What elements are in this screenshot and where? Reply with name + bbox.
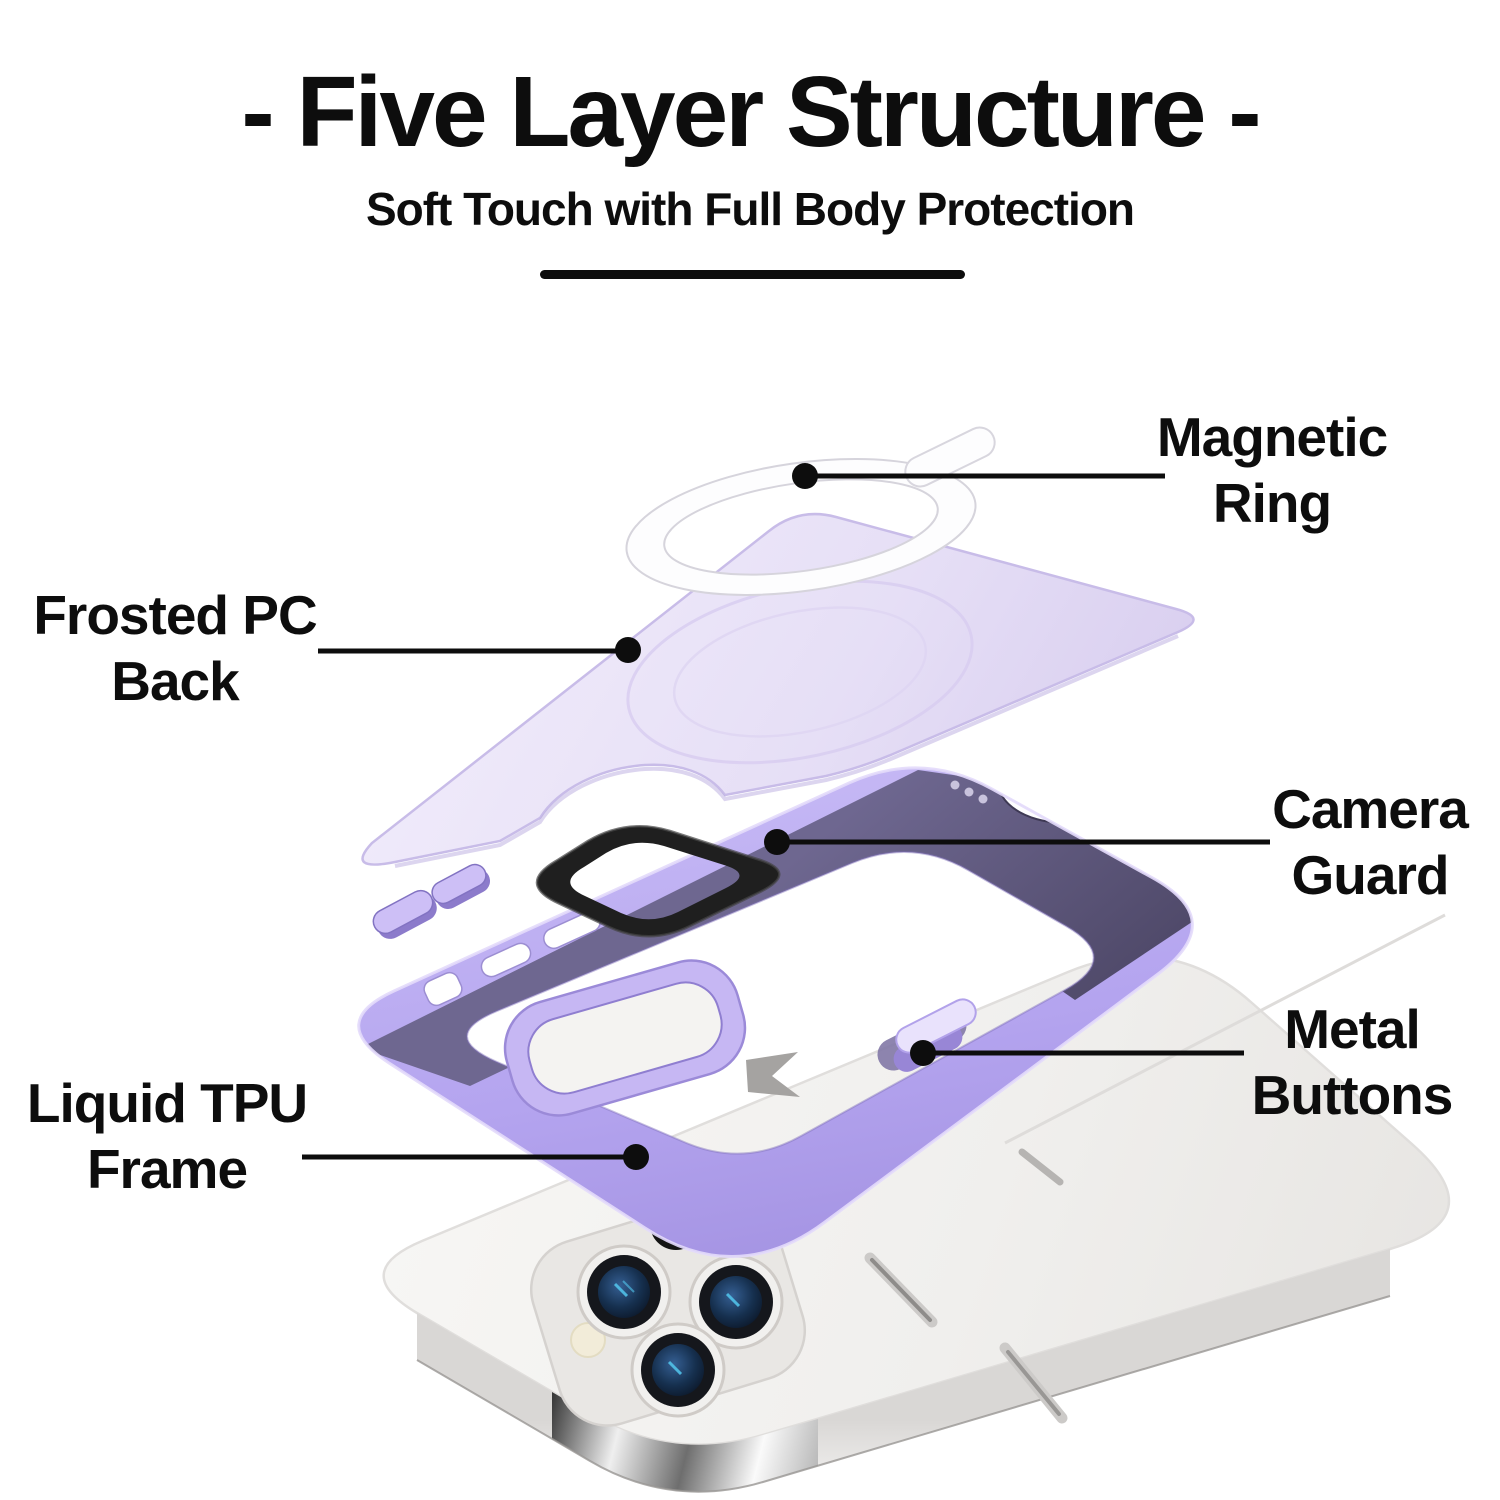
callout-dot-metal-buttons [910, 1040, 936, 1066]
callout-dot-liquid-tpu-frame [623, 1144, 649, 1170]
camera-opening-ring [503, 959, 747, 1117]
pc-back-edge-shade [394, 634, 1179, 868]
frame-outer-rim-highlight [357, 766, 1194, 1259]
camera-lens [630, 1322, 726, 1418]
page-subtitle: Soft Touch with Full Body Protection [365, 183, 1135, 235]
callout-label-metal-buttons: Metal Buttons [1182, 996, 1500, 1128]
callout-dot-frosted-pc-back [615, 637, 641, 663]
gray-wedge-detail [746, 1052, 800, 1097]
callout-label-camera-guard: Camera Guard [1200, 776, 1500, 908]
callout-label-line: Frame [86, 1138, 248, 1200]
phone-crease-line [1004, 913, 1446, 1145]
page-title: - Five Layer Structure - [241, 56, 1261, 168]
callout-label-frosted-pc-back: Frosted PC Back [5, 582, 345, 714]
callout-label-magnetic-ring: Magnetic Ring [1102, 404, 1442, 536]
camera-guard-ring [535, 825, 781, 938]
frosted-pc-back-plate [361, 512, 1195, 868]
callout-label-line: Metal [1284, 998, 1421, 1060]
callout-label-line: Buttons [1251, 1064, 1454, 1126]
volume-metal-buttons [372, 863, 491, 939]
callout-label-line: Camera [1272, 778, 1469, 840]
phone-antenna-slot-inner [870, 1258, 932, 1322]
phone-sim-slot-inner [1006, 1350, 1061, 1416]
callout-label-line: Ring [1212, 472, 1332, 534]
title-divider [540, 270, 965, 279]
sensor-dot [570, 1322, 606, 1358]
camera-lens [688, 1254, 784, 1350]
phone-body [382, 913, 1451, 1493]
phone-bottom-edge-line [416, 1295, 1391, 1493]
button-cutouts [423, 910, 601, 1007]
callout-dot-magnetic-ring [792, 463, 818, 489]
phone-chrome-edge [552, 1392, 818, 1492]
tpu-frame-body [358, 767, 1193, 1257]
frame-window-edge [466, 851, 1095, 1155]
callout-label-line: Liquid TPU [26, 1072, 308, 1134]
phone-side-slot [1018, 1148, 1064, 1186]
callout-label-line: Guard [1291, 844, 1450, 906]
callout-label-line: Frosted PC [33, 584, 317, 646]
callout-label-liquid-tpu-frame: Liquid TPU Frame [0, 1070, 337, 1202]
callout-label-line: Back [111, 650, 239, 712]
callout-label-line: Magnetic [1156, 406, 1388, 468]
pc-back-surface [361, 512, 1195, 866]
callout-dot-camera-guard [764, 829, 790, 855]
camera-lens [576, 1244, 672, 1340]
